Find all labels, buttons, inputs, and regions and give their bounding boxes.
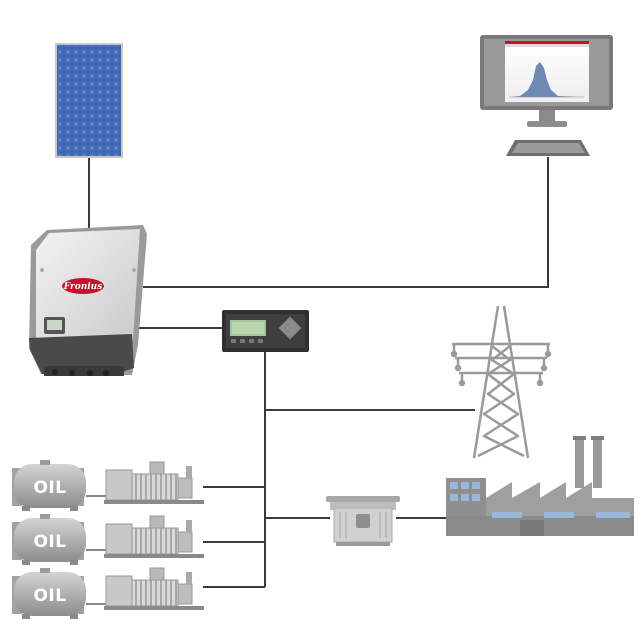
inverter-to-monitor-line bbox=[143, 157, 549, 288]
generator-set-2: OIL bbox=[12, 514, 204, 565]
oil-tank-icon: OIL bbox=[12, 514, 86, 565]
oil-tank-label: OIL bbox=[33, 586, 66, 606]
monitor-icon bbox=[480, 35, 613, 156]
inverter-icon: Fronius bbox=[29, 225, 147, 376]
factory-windows bbox=[450, 482, 630, 518]
factory-icon bbox=[446, 436, 634, 536]
oil-tank-label: OIL bbox=[33, 478, 66, 498]
oil-tank-icon: OIL bbox=[12, 460, 86, 511]
dpad-icon bbox=[278, 316, 302, 340]
generator-icon bbox=[104, 515, 204, 558]
connection-lines bbox=[88, 157, 549, 588]
oil-tank-label: OIL bbox=[33, 532, 66, 552]
generator-icon bbox=[104, 461, 204, 504]
generator-set-3: OIL bbox=[12, 567, 204, 619]
transformer-icon bbox=[326, 496, 400, 546]
brand-logo: Fronius bbox=[62, 278, 104, 294]
chart-curve-icon bbox=[511, 62, 580, 97]
controller-icon bbox=[222, 310, 309, 352]
brand-logo-text: Fronius bbox=[63, 282, 103, 292]
power-pylon-icon bbox=[450, 305, 552, 459]
generator-icon bbox=[104, 567, 204, 610]
oil-tank-icon: OIL bbox=[12, 568, 86, 619]
solar-panel-icon bbox=[55, 43, 123, 158]
generator-set-1: OIL bbox=[12, 460, 204, 511]
